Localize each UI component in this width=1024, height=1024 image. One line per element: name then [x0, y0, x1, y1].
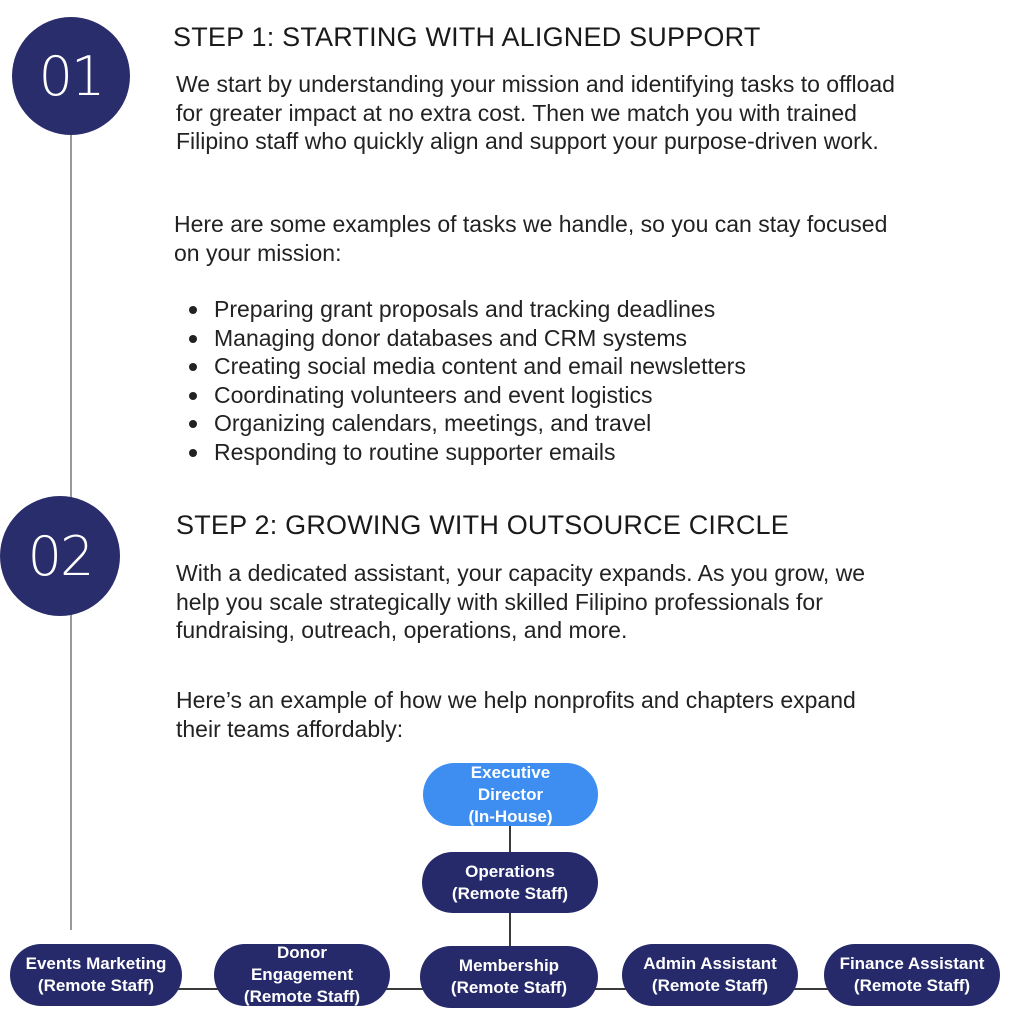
list-item: Preparing grant proposals and tracking d…: [174, 295, 746, 324]
org-node-finance-assistant: Finance Assistant (Remote Staff): [824, 944, 1000, 1006]
org-node-admin-assistant: Admin Assistant (Remote Staff): [622, 944, 798, 1006]
connector-exec-ops: [509, 824, 511, 852]
step-2-intro: With a dedicated assistant, your capacit…: [176, 560, 866, 643]
step-1-intro: We start by understanding your mission a…: [176, 71, 895, 154]
list-item: Organizing calendars, meetings, and trav…: [174, 409, 746, 438]
step-2-title: STEP 2: GROWING WITH OUTSOURCE CIRCLE: [176, 510, 789, 540]
connector-ops-team: [509, 913, 511, 946]
list-item: Creating social media content and email …: [174, 352, 746, 381]
step-2-number: 02: [27, 524, 95, 588]
step-2-number-badge: 02: [0, 496, 120, 616]
list-item: Coordinating volunteers and event logist…: [174, 381, 746, 410]
list-item: Responding to routine supporter emails: [174, 438, 746, 467]
step-1-number-badge: 01: [12, 17, 130, 135]
org-node-membership: Membership (Remote Staff): [420, 946, 598, 1008]
step-1-examples-intro: Here are some examples of tasks we handl…: [174, 211, 888, 266]
step-1-title: STEP 1: STARTING WITH ALIGNED SUPPORT: [173, 22, 761, 52]
step-2-examples-intro: Here’s an example of how we help nonprof…: [176, 687, 856, 742]
org-node-operations: Operations (Remote Staff): [422, 852, 598, 913]
list-item: Managing donor databases and CRM systems: [174, 324, 746, 353]
step-1-number: 01: [38, 44, 106, 108]
org-node-executive-director: Executive Director (In-House): [423, 763, 598, 826]
task-list: Preparing grant proposals and tracking d…: [174, 295, 746, 466]
org-node-donor-engagement: Donor Engagement (Remote Staff): [214, 944, 390, 1006]
org-node-events-marketing: Events Marketing (Remote Staff): [10, 944, 182, 1006]
